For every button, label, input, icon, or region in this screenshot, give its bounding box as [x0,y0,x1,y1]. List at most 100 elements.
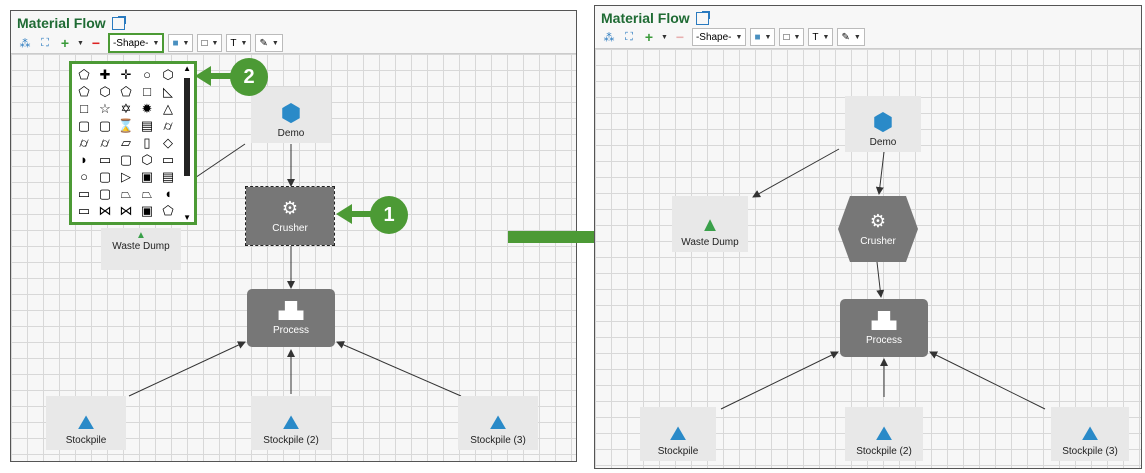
chevron-down-icon: ▼ [822,33,830,41]
node-process[interactable]: ▟▙Process [840,299,928,357]
external-link-icon[interactable] [695,10,710,25]
node-waste-dump[interactable]: ▲Waste Dump [101,228,181,270]
callout-2: 2 [230,58,268,96]
shape-option[interactable]: ◗ [80,152,88,167]
border-color-dropdown[interactable]: □▼ [197,34,223,52]
shape-option[interactable]: ○ [80,169,88,184]
callout-arrowhead-2 [195,66,211,86]
shape-dropdown-value: -Shape- [112,37,149,49]
crusher-hexagon [838,196,918,262]
shape-option[interactable]: ⏢ [120,186,132,201]
shape-option[interactable]: ◖ [164,186,172,201]
node-waste-dump[interactable]: ▲Waste Dump [672,196,748,252]
shape-option[interactable]: ⌭ [79,135,89,150]
shape-option[interactable]: ☆ [99,101,111,116]
shape-option[interactable]: ⋈ [98,203,112,218]
shape-option[interactable]: ▣ [140,169,154,184]
fit-screen-icon[interactable]: ⛶ [41,36,49,49]
shape-option[interactable]: ⋈ [119,203,133,218]
line-color-dropdown[interactable]: ✎▼ [255,34,283,52]
shape-option[interactable]: ◇ [163,135,173,150]
shape-dropdown[interactable]: -Shape-▼ [107,33,165,53]
node-label: Stockpile (2) [856,446,912,457]
text-color-dropdown[interactable]: T▼ [226,34,252,52]
shape-option[interactable]: ▤ [161,169,175,184]
node-stockpile[interactable]: ⛰Stockpile [640,407,716,461]
fill-color-dropdown[interactable]: ■▼ [750,28,776,46]
add-dropdown-icon[interactable]: ▼ [661,33,668,41]
shape-option[interactable]: ▭ [161,152,175,167]
shape-option[interactable]: ⬠ [120,84,132,99]
shape-option[interactable]: ▢ [119,152,133,167]
node-label: Stockpile (3) [1062,446,1118,457]
toolbar: ⁂ ⛶ +▼ − -Shape-▼ ■▼ □▼ T▼ ✎▼ [601,28,865,46]
shape-option[interactable]: ⬡ [99,84,111,99]
text-color-dropdown[interactable]: T▼ [808,28,834,46]
shape-dropdown[interactable]: -Shape-▼ [691,28,747,46]
shape-option[interactable]: ✹ [141,101,153,116]
shape-dropdown-value: -Shape- [695,31,732,43]
add-dropdown-icon[interactable]: ▼ [77,39,84,47]
fill-color-dropdown[interactable]: ■▼ [168,34,194,52]
node-stockpile-2[interactable]: ⛰Stockpile (2) [251,396,331,450]
shape-option[interactable]: ⌭ [100,135,110,150]
shape-option[interactable]: ▢ [98,118,112,133]
node-stockpile[interactable]: ⛰Stockpile [46,396,126,450]
shape-option[interactable]: ▤ [140,118,154,133]
shape-option[interactable]: ▣ [140,203,154,218]
add-icon[interactable]: + [60,35,70,51]
fit-screen-icon[interactable]: ⛶ [625,30,633,43]
node-demo[interactable]: ⬢Demo [845,96,921,152]
scroll-up-icon[interactable]: ▲ [183,64,191,73]
shape-option[interactable]: ⬡ [162,67,174,82]
shape-option[interactable]: ○ [143,67,151,82]
node-crusher-selected[interactable]: ⚙Crusher [245,186,335,246]
node-label: Stockpile [657,446,699,457]
shape-option[interactable]: ▢ [98,186,112,201]
shape-option[interactable]: ⬠ [162,203,174,218]
scrollbar[interactable] [184,78,190,176]
shape-option[interactable]: ⬠ [78,67,90,82]
shape-option[interactable]: ⬡ [141,152,153,167]
shape-option[interactable]: ▭ [77,203,91,218]
shape-option[interactable]: ◺ [163,84,173,99]
node-demo[interactable]: ⬢Demo [251,87,331,143]
shape-option[interactable]: □ [80,101,88,116]
node-crusher[interactable]: ⚙Crusher [838,196,918,262]
flow-canvas[interactable]: ⬢Demo ▲Waste Dump ⚙Crusher ▟▙Process ⛰St… [595,48,1141,468]
line-color-dropdown[interactable]: ✎▼ [837,28,865,46]
shape-option[interactable]: ▱ [121,135,131,150]
shape-option[interactable]: ▭ [77,186,91,201]
shape-option[interactable]: ▯ [143,135,151,150]
node-stockpile-2[interactable]: ⛰Stockpile (2) [845,407,923,461]
shape-option[interactable]: ⬠ [78,84,90,99]
shape-option[interactable]: ✡ [120,101,132,116]
node-stockpile-3[interactable]: ⛰Stockpile (3) [458,396,538,450]
scroll-down-icon[interactable]: ▼ [183,213,191,222]
shape-option[interactable]: ✚ [99,67,111,82]
shape-option[interactable]: ▭ [98,152,112,167]
shape-option[interactable]: □ [143,84,151,99]
hierarchy-icon[interactable]: ⁂ [603,31,615,44]
shape-option[interactable]: ⏢ [141,186,153,201]
line-color-icon: ✎ [841,31,850,43]
material-flow-panel-after: Material Flow ⁂ ⛶ +▼ − -Shape-▼ ■▼ □▼ T▼… [594,5,1142,469]
node-label: Crusher [272,223,308,234]
shape-option[interactable]: ▢ [98,169,112,184]
shape-option[interactable]: ▢ [77,118,91,133]
node-label: Crusher [860,236,896,247]
hierarchy-icon[interactable]: ⁂ [19,37,31,50]
border-color-dropdown[interactable]: □▼ [779,28,805,46]
shape-option[interactable]: ▷ [121,169,131,184]
text-color-icon: T [230,37,237,49]
node-stockpile-3[interactable]: ⛰Stockpile (3) [1051,407,1129,461]
shape-option[interactable]: ✛ [120,67,132,82]
external-link-icon[interactable] [111,15,126,30]
add-icon[interactable]: + [644,29,654,45]
panel-title: Material Flow [601,10,710,26]
shape-option[interactable]: ⌛ [117,118,135,133]
shape-option[interactable]: ⌭ [163,118,173,133]
shape-option[interactable]: △ [163,101,173,116]
remove-icon[interactable]: − [91,35,101,51]
node-process[interactable]: ▟▙Process [247,289,335,347]
